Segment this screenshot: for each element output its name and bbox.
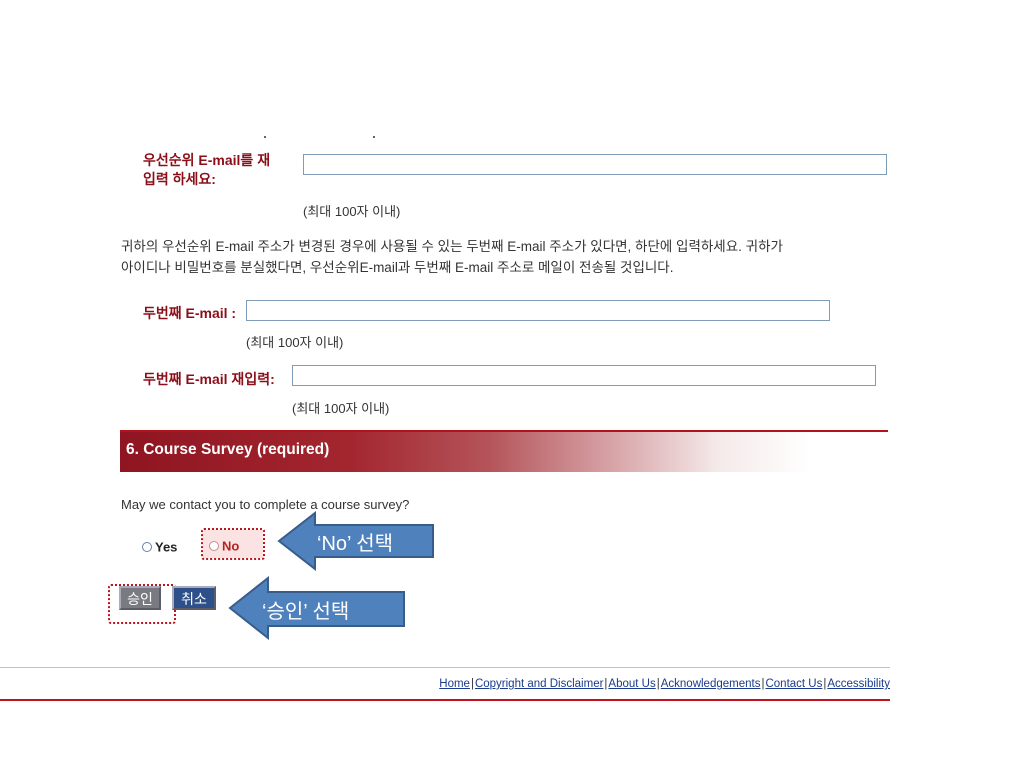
footer-divider-top <box>0 667 890 668</box>
email-reenter-input[interactable] <box>303 154 887 175</box>
footer-link-copyright[interactable]: Copyright and Disclaimer <box>474 678 604 690</box>
radio-no[interactable] <box>209 540 219 551</box>
no-highlight-box <box>201 528 265 560</box>
cancel-button[interactable]: 취소 <box>172 586 216 610</box>
footer-separator: | <box>761 678 765 690</box>
radio-yes[interactable] <box>142 541 152 552</box>
second-email-reenter-hint: (최대 100자 이내) <box>292 401 390 416</box>
second-email-reenter-input[interactable] <box>292 365 876 386</box>
footer-separator: | <box>823 678 827 690</box>
survey-option-yes[interactable]: Yes <box>142 538 177 556</box>
second-email-label: 두번째 E-mail : <box>143 305 237 321</box>
second-email-info-line2: 아이디나 비밀번호를 분실했다면, 우선순위E-mail과 두번째 E-mail… <box>121 260 674 275</box>
email-reenter-hint: (최대 100자 이내) <box>303 204 401 219</box>
left-arrow-icon <box>228 575 405 641</box>
email-reenter-label-line2: 입력 하세요: <box>143 171 216 187</box>
left-arrow-icon <box>277 510 434 572</box>
footer-link-home[interactable]: Home <box>439 678 470 690</box>
no-callout: ‘No’ 선택 <box>277 510 437 572</box>
stray-dot <box>264 136 266 138</box>
section-header-course-survey: 6. Course Survey (required) <box>120 430 888 472</box>
second-email-hint: (최대 100자 이내) <box>246 335 344 350</box>
approve-callout-text: ‘승인’ 선택 <box>262 601 350 623</box>
second-email-info: 귀하의 우선순위 E-mail 주소가 변경된 경우에 사용될 수 있는 두번째… <box>121 236 901 278</box>
footer-separator: | <box>656 678 660 690</box>
email-reenter-label: 우선순위 E-mail를 재 입력 하세요: <box>143 151 270 189</box>
footer-divider-bottom <box>0 699 890 701</box>
footer-link-accessibility[interactable]: Accessibility <box>827 678 890 690</box>
survey-question: May we contact you to complete a course … <box>121 497 410 512</box>
radio-no-label: No <box>222 538 240 554</box>
no-callout-text: ‘No’ 선택 <box>317 533 394 555</box>
approve-button[interactable]: 승인 <box>119 586 161 610</box>
second-email-reenter-label: 두번째 E-mail 재입력: <box>143 371 275 387</box>
radio-yes-label: Yes <box>155 539 178 555</box>
section-title: 6. Course Survey (required) <box>126 441 330 458</box>
approve-callout: ‘승인’ 선택 <box>228 575 408 641</box>
second-email-input[interactable] <box>246 300 830 321</box>
footer-separator: | <box>470 678 474 690</box>
footer-link-contact[interactable]: Contact Us <box>765 678 823 690</box>
footer-link-acknowledgements[interactable]: Acknowledgements <box>660 678 761 690</box>
second-email-info-line1: 귀하의 우선순위 E-mail 주소가 변경된 경우에 사용될 수 있는 두번째… <box>121 239 783 254</box>
survey-option-no[interactable]: No <box>201 528 265 560</box>
footer-links: Home|Copyright and Disclaimer|About Us|A… <box>439 678 890 690</box>
footer-separator: | <box>604 678 608 690</box>
stray-dot <box>373 136 375 138</box>
email-reenter-label-line1: 우선순위 E-mail를 재 <box>143 152 271 168</box>
footer-link-about[interactable]: About Us <box>608 678 656 690</box>
